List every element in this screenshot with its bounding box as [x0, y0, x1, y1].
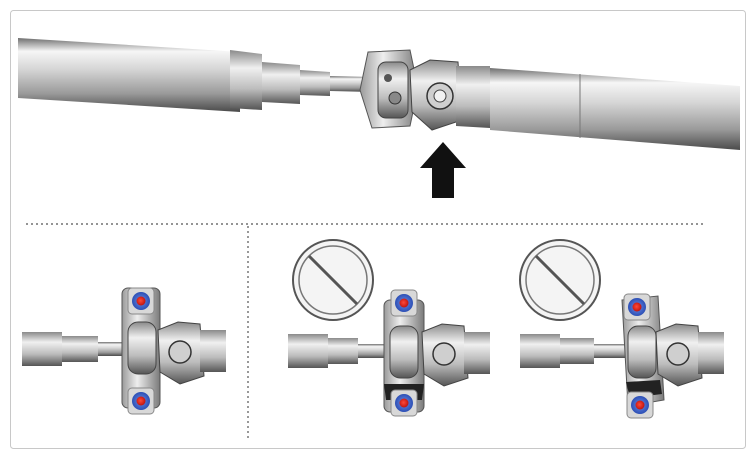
universal-joint: [409, 59, 463, 131]
universal-joint: [157, 321, 226, 385]
prohibition-icon: [519, 239, 601, 321]
center-bearing: [621, 295, 665, 407]
shaft-detail: [22, 332, 130, 366]
bolt-icon: [390, 289, 418, 317]
universal-joint: [421, 323, 490, 387]
bottom-panel-prohibited-2: [519, 239, 724, 419]
universal-joint: [655, 323, 724, 387]
bolt-icon: [390, 389, 418, 417]
center-bearing: [359, 49, 419, 129]
bolt-icon: [626, 391, 654, 419]
bottom-panel-correct: [22, 287, 226, 415]
top-panel: [18, 38, 740, 198]
prohibition-icon: [292, 239, 374, 321]
bolt-icon: [127, 287, 155, 315]
bolt-icon: [127, 387, 155, 415]
bolt-icon: [623, 293, 651, 321]
shaft-detail: [520, 334, 626, 368]
bottom-panel-prohibited-1: [288, 239, 490, 417]
right-shaft-tube: [456, 66, 740, 150]
up-arrow-icon: [420, 142, 466, 198]
